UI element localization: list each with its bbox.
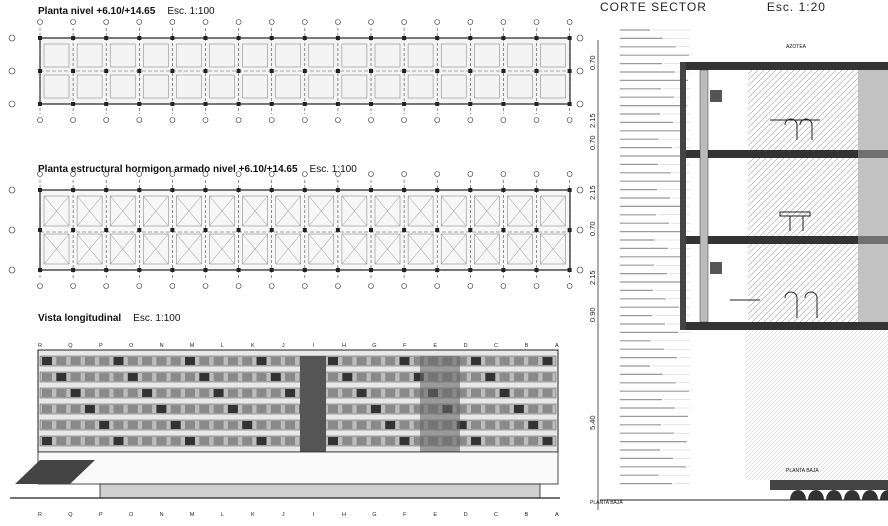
floor-slab-0 — [680, 322, 888, 330]
axis-label: N — [160, 343, 164, 349]
axis-label: A — [555, 343, 559, 349]
section-dimension-label: 2.15 — [588, 270, 597, 285]
longitudinal-view-title: Vista longitudinal Esc. 1:100 — [38, 313, 180, 324]
section-title: CORTE SECTOR Esc. 1:20 — [600, 0, 826, 14]
ground-slab — [770, 480, 888, 490]
axis-label: O — [129, 343, 134, 349]
axis-label: G — [372, 343, 376, 349]
axis-label: L — [221, 343, 224, 349]
section-label-ground-left: PLANTA BAJA — [590, 500, 623, 506]
section-dimension-label: 0.90 — [588, 307, 597, 322]
axis-label: E — [433, 343, 437, 349]
axis-label: Q — [68, 512, 73, 518]
axis-label: O — [129, 512, 134, 518]
elevation-facade — [37, 349, 559, 453]
axis-label: E — [433, 512, 437, 518]
longitudinal-view-title-text: Vista longitudinal — [38, 313, 122, 324]
foundation-arches — [790, 490, 888, 500]
axis-label: P — [99, 343, 103, 349]
axis-label: R — [38, 343, 42, 349]
roof-slab — [680, 62, 888, 70]
axis-label: K — [251, 512, 255, 518]
section-label-ground-right: PLANTA BAJA — [786, 468, 819, 474]
axis-label: D — [464, 343, 468, 349]
axis-label: A — [555, 512, 559, 518]
longitudinal-view-drawing: R R Q Q P P O O N N M M L L K K J J I I H H G G F F E E D D C C B B A A — [10, 343, 560, 518]
floor-slab-1 — [680, 236, 888, 244]
section-title-text: CORTE SECTOR — [600, 0, 707, 14]
axis-label: B — [525, 512, 529, 518]
axis-label: F — [403, 343, 407, 349]
section-dimension-label: 0.70 — [588, 135, 597, 150]
axis-label: N — [160, 512, 164, 518]
section-drawing — [597, 29, 888, 510]
axis-label: H — [342, 343, 346, 349]
section-dimension-label: 5.40 — [588, 415, 597, 430]
section-dimension-label: 2.15 — [588, 185, 597, 200]
furniture — [730, 118, 820, 318]
axis-label: J — [282, 512, 285, 518]
floor-slab-2 — [680, 150, 888, 158]
curtain-wall — [699, 69, 709, 323]
axis-label: C — [494, 343, 498, 349]
axis-label: R — [38, 512, 42, 518]
plan-structural-scale: Esc. 1:100 — [309, 164, 357, 175]
section-notes — [620, 29, 691, 485]
section-label-top: AZOTEA — [786, 44, 807, 50]
plan-level-scale: Esc. 1:100 — [167, 6, 215, 17]
axis-label: G — [372, 512, 376, 518]
axis-label: P — [99, 512, 103, 518]
elevation-basement — [99, 483, 541, 499]
axis-label: B — [525, 343, 529, 349]
axis-label: K — [251, 343, 255, 349]
plan-level-drawing — [8, 19, 584, 123]
section-dimension-label: 2.15 — [588, 113, 597, 128]
axis-label: C — [494, 512, 498, 518]
axis-label: M — [190, 343, 195, 349]
longitudinal-view-scale: Esc. 1:100 — [133, 313, 181, 324]
axis-label: I — [313, 343, 315, 349]
plan-structural-title: Planta estructural hormigon armado nivel… — [38, 164, 357, 175]
plan-level-title-text: Planta nivel +6.10/+14.65 — [38, 6, 156, 17]
axis-label: L — [221, 512, 224, 518]
axis-label: Q — [68, 343, 73, 349]
axis-label: H — [342, 512, 346, 518]
axis-label: I — [313, 512, 315, 518]
facade-column — [680, 62, 686, 330]
plan-structural-drawing — [8, 171, 584, 289]
plan-structural-grid — [8, 171, 584, 289]
elevation-ground-floor — [37, 451, 559, 485]
section-dimension-label: 0.70 — [588, 221, 597, 236]
section-scale: Esc. 1:20 — [766, 0, 826, 14]
plan-level-grid — [8, 19, 584, 123]
section-dimension-label: 0.70 — [588, 55, 597, 70]
elevation-axis-labels: R R Q Q P P O O N N M M L L K K J J I I H H G G F F E E D D C C B B A A — [38, 343, 559, 518]
elevation-window-bands — [39, 355, 557, 452]
elevation-ramp — [15, 460, 95, 484]
plan-structural-title-text: Planta estructural hormigon armado nivel… — [38, 164, 298, 175]
axis-label: J — [282, 343, 285, 349]
axis-label: M — [190, 512, 195, 518]
axis-label: F — [403, 512, 407, 518]
axis-label: D — [464, 512, 468, 518]
plan-level-title: Planta nivel +6.10/+14.65 Esc. 1:100 — [38, 6, 215, 17]
